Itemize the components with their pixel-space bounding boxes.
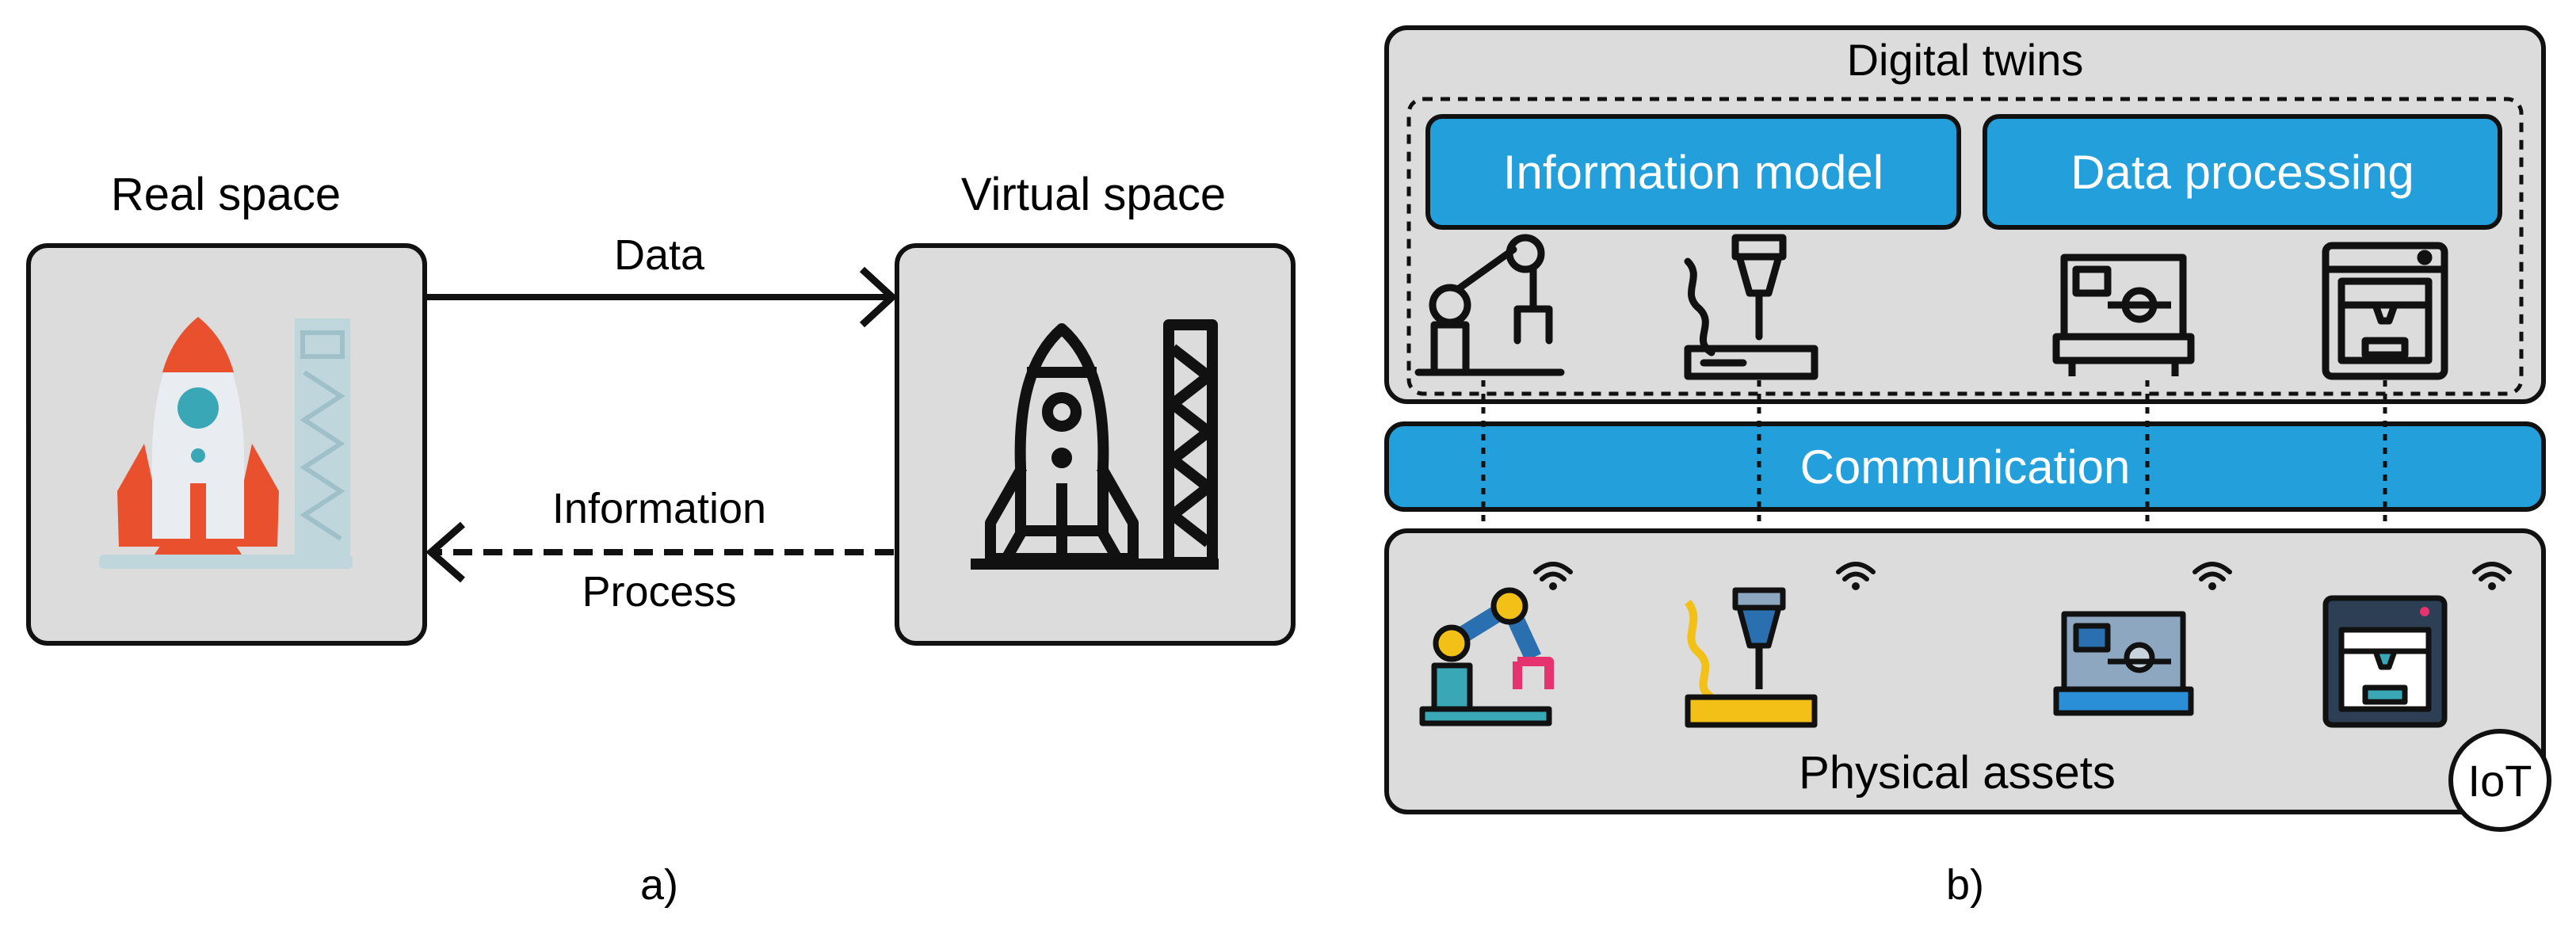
- twins-dashed-frame: [1406, 97, 2524, 396]
- 3d-printer-outline-icon: [2322, 242, 2448, 380]
- data-label: Data: [614, 231, 705, 279]
- data-arrow-head: [859, 266, 898, 328]
- physical-assets-label: Physical assets: [1799, 747, 2116, 799]
- information-model-box: [1425, 114, 1961, 230]
- iot-badge: [2448, 729, 2551, 832]
- real-space-label: Real space: [111, 169, 341, 220]
- virtual-space-label: Virtual space: [961, 169, 1226, 220]
- cnc-lathe-outline-icon: [2052, 254, 2195, 376]
- information-label: Information: [552, 485, 766, 532]
- digital-twins-label: Digital twins: [1847, 35, 2084, 85]
- information-model-label: Information model: [1503, 146, 1883, 199]
- caption-a: a): [640, 861, 678, 909]
- cnc-lathe-icon: [2053, 611, 2194, 716]
- physical-assets-panel: [1384, 528, 2546, 814]
- information-arrow-head: [426, 521, 465, 583]
- rocket-launch-color-icon: [99, 317, 353, 569]
- robot-arm-outline-icon: [1414, 234, 1565, 376]
- data-processing-label: Data processing: [2070, 146, 2414, 199]
- process-label: Process: [582, 568, 736, 616]
- communication-label: Communication: [1800, 440, 2131, 494]
- robot-arm-icon: [1419, 587, 1554, 726]
- iot-label: IoT: [2468, 756, 2532, 806]
- rocket-launch-outline-icon: [971, 319, 1219, 570]
- 3d-printer-icon: [2322, 595, 2448, 728]
- data-processing-box: [1983, 114, 2502, 230]
- twin-asset-connectors: [1481, 380, 2387, 566]
- virtual-space-box: [895, 243, 1296, 646]
- panel-a: Real space Virtual space Data Informatio…: [26, 169, 1296, 909]
- milling-machine-outline-icon: [1684, 234, 1818, 380]
- panel-b: Digital twins Information model Data pro…: [1384, 25, 2551, 909]
- communication-bar: [1384, 421, 2546, 512]
- caption-b: b): [1946, 861, 1984, 909]
- milling-machine-icon: [1684, 587, 1818, 728]
